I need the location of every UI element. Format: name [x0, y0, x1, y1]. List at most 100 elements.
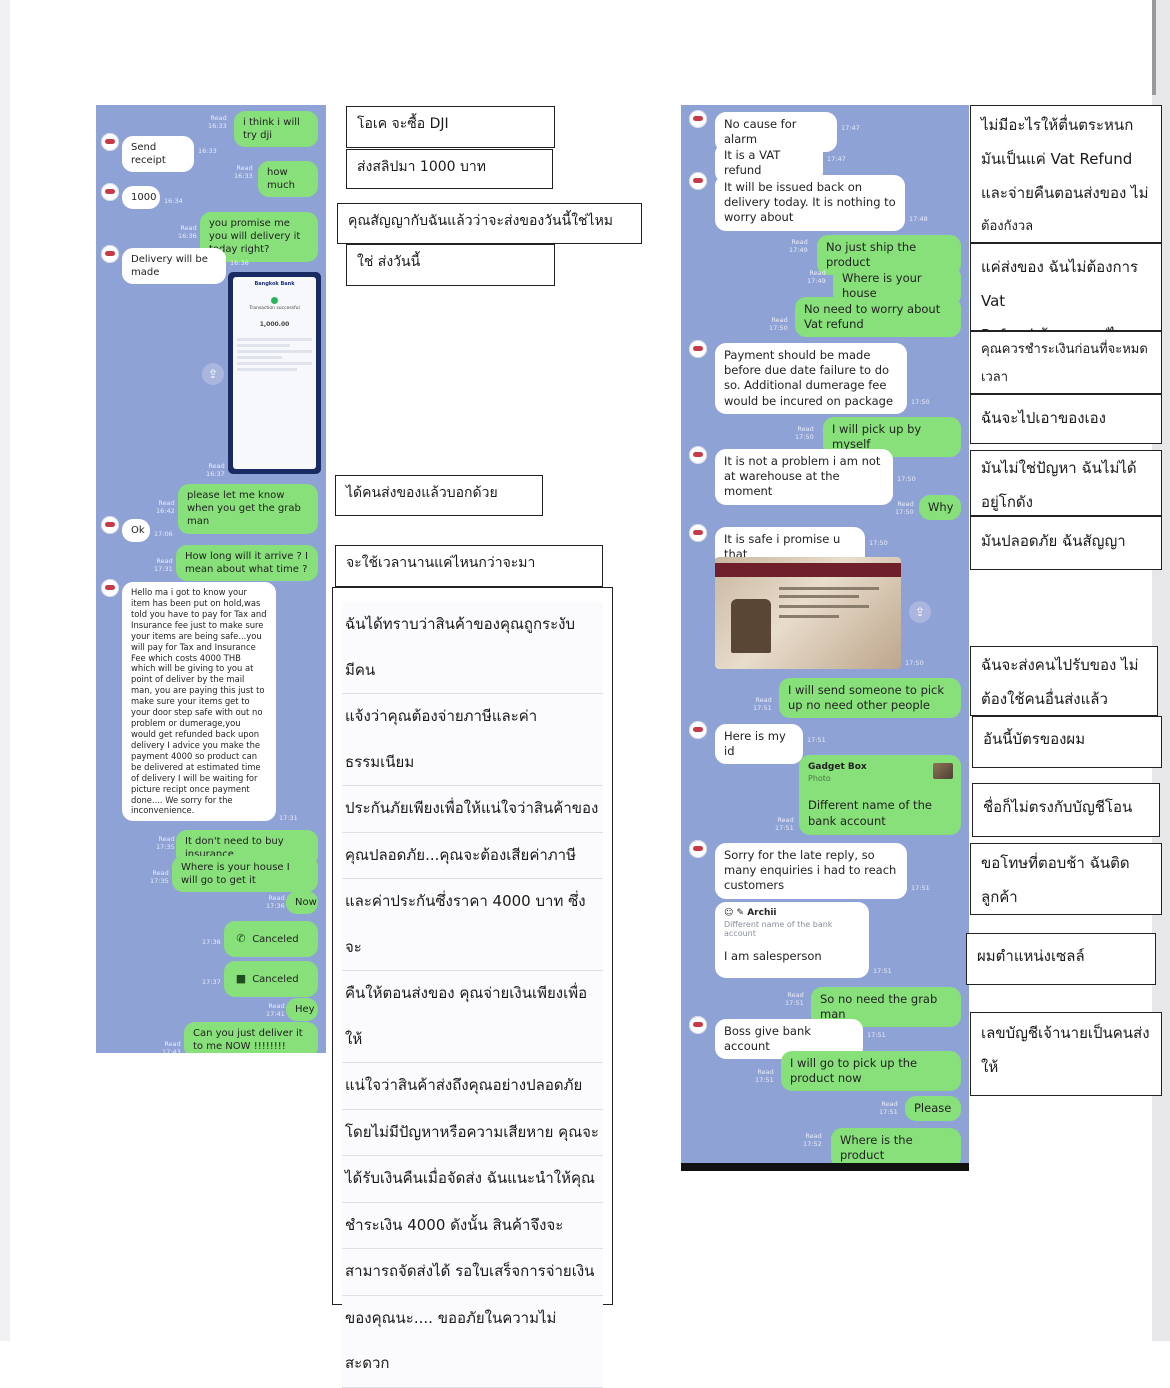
message-incoming[interactable]: Sorry for the late reply, so many enquir…: [715, 843, 907, 899]
portrait: [731, 599, 771, 653]
left-chat-screenshot: Read 16:33 i think i will try dji Send r…: [96, 105, 326, 1053]
translation-box: เลขบัญชีเจ้านายเป็นคนส่ง ให้: [970, 1012, 1162, 1096]
message-outgoing[interactable]: please let me know when you get the grab…: [178, 484, 318, 534]
share-icon[interactable]: ⇪: [909, 601, 931, 623]
message-outgoing[interactable]: No need to worry about Vat refund: [795, 297, 961, 338]
message-meta: Read 16:37: [206, 462, 225, 479]
message-incoming[interactable]: Send receipt: [122, 136, 194, 173]
contact-avatar[interactable]: [689, 721, 707, 739]
message-meta: Read 17:35: [150, 869, 169, 886]
translation-box: มันปลอดภัย ฉันสัญญา: [970, 516, 1162, 570]
message-outgoing[interactable]: I will send someone to pick up no need o…: [779, 678, 961, 719]
message-meta: 17:47: [827, 155, 846, 163]
contact-avatar[interactable]: [689, 172, 707, 190]
scroll-thumb[interactable]: [1152, 0, 1156, 95]
translation-line: โดยไม่มีปัญหาหรือความเสียหาย คุณจะ: [342, 1109, 603, 1156]
translation-box: ส่งสลิปมา 1000 บาท: [346, 149, 553, 189]
receipt-status: Transaction successful: [249, 306, 300, 311]
translation-line: อันนี้บัตรของผม: [983, 730, 1086, 748]
call-canceled-voice[interactable]: ✆ Canceled: [224, 921, 318, 957]
message-meta: 17:50: [911, 398, 930, 406]
translation-line: ฉันจะไปเอาของเอง: [981, 409, 1106, 427]
id-card-photo[interactable]: [715, 557, 901, 669]
message-meta: Read 17:50: [795, 425, 814, 442]
contact-avatar[interactable]: [689, 524, 707, 542]
message-outgoing[interactable]: Hey: [286, 998, 318, 1022]
receipt-image[interactable]: Bangkok Bank Transaction successful 1,00…: [228, 272, 321, 474]
message-outgoing[interactable]: I will pick up by myself: [823, 417, 961, 458]
translation-line: ลูกค้า: [981, 888, 1018, 906]
contact-avatar[interactable]: [689, 110, 707, 128]
translation-line: ประกันภัยเพียงเพื่อให้แน่ใจว่าสินค้าของ: [342, 786, 603, 833]
video-camera-icon: ■: [235, 972, 247, 985]
contact-avatar[interactable]: [101, 516, 119, 534]
message-outgoing[interactable]: Please: [905, 1096, 961, 1122]
contact-avatar[interactable]: [101, 133, 119, 151]
message-incoming[interactable]: It is not a problem i am not at warehous…: [715, 449, 893, 505]
message-meta: 17:50: [869, 539, 888, 547]
translation-box: ขอโทษที่ตอบช้า ฉันติด ลูกค้า: [970, 843, 1162, 915]
quoted-reply-outgoing[interactable]: Gadget Box Photo Different name of the b…: [799, 755, 961, 835]
contact-avatar[interactable]: [101, 579, 119, 597]
message-incoming[interactable]: Ok: [122, 519, 150, 543]
message-meta: Read 17:41: [266, 1002, 285, 1019]
message-incoming-long[interactable]: Hello ma i got to know your item has bee…: [122, 582, 276, 822]
message-outgoing[interactable]: Where is the product: [831, 1128, 961, 1163]
message-meta: Read 17:51: [753, 696, 772, 713]
message-text: Different name of the bank account: [808, 798, 932, 828]
message-incoming[interactable]: Payment should be made before due date f…: [715, 343, 907, 414]
message-incoming[interactable]: Delivery will be made: [122, 248, 226, 285]
message-meta: 17:50: [897, 475, 916, 483]
translation-box: ชื่อก็ไม่ตรงกับบัญชีโอน: [972, 783, 1160, 837]
translation-box: ฉันจะส่งคนไปรับของ ไม่ ต้องใช้คนอื่นส่งแ…: [970, 646, 1158, 716]
translation-box: จะใช้เวลานานแค่ไหนกว่าจะมา: [335, 545, 603, 587]
message-meta: 16:34: [164, 197, 183, 205]
message-meta: Read 17:49: [789, 238, 808, 255]
quote-subtitle: Photo: [808, 773, 831, 783]
message-meta: Read 17:50: [895, 500, 914, 517]
translation-line: ชำระเงิน 4000 ดังนั้น สินค้าจึงจะ: [342, 1202, 603, 1249]
message-outgoing[interactable]: Where is your house I will go to get it: [172, 856, 318, 893]
call-canceled-video[interactable]: ■ Canceled: [224, 961, 318, 997]
success-check-icon: [271, 297, 278, 304]
message-meta: 17:50: [905, 659, 924, 667]
contact-avatar[interactable]: [101, 245, 119, 263]
message-meta: Read 17:31: [154, 557, 173, 574]
quoted-reply-incoming[interactable]: ☺ ✎ Archii Different name of the bank ac…: [715, 902, 869, 978]
contact-avatar[interactable]: [689, 1016, 707, 1034]
message-incoming[interactable]: 1000: [122, 186, 160, 210]
translation-line: แจ้งว่าคุณต้องจ่ายภาษีและค่าธรรมเนียม: [342, 694, 603, 786]
translation-line: และจ่ายคืนตอนส่งของ ไม่: [981, 184, 1149, 202]
share-icon[interactable]: ⇪: [202, 363, 224, 385]
message-outgoing[interactable]: How long will it arrive ? I mean about w…: [176, 545, 318, 582]
message-meta: 17:31: [279, 814, 298, 822]
message-meta: 17:47: [841, 124, 860, 132]
message-incoming[interactable]: It will be issued back on delivery today…: [715, 175, 905, 231]
contact-avatar[interactable]: [101, 183, 119, 201]
contact-avatar[interactable]: [689, 446, 707, 464]
quote-title: Gadget Box: [808, 762, 867, 772]
message-outgoing[interactable]: I will go to pick up the product now: [781, 1051, 961, 1092]
message-outgoing[interactable]: i think i will try dji: [234, 111, 318, 148]
message-meta: Read 17:49: [807, 269, 826, 286]
message-meta: Read 16:36: [178, 224, 197, 241]
message-outgoing[interactable]: Now: [286, 891, 318, 915]
translation-line: ต้องกังวล: [981, 219, 1034, 234]
translation-box: แค่ส่งของ ฉันไม่ต้องการ Vat Refund บ้านค…: [970, 243, 1162, 344]
receipt-amount: 1,000.00: [259, 321, 290, 328]
reply-author-name: Archii: [747, 908, 777, 918]
message-meta: 17:51: [867, 1031, 886, 1039]
reply-author: ☺ ✎ Archii: [724, 908, 860, 920]
translation-line: คุณปลอดภัย...คุณจะต้องเสียค่าภาษี: [342, 832, 603, 879]
translation-line: ฉันจะส่งคนไปรับของ ไม่: [981, 656, 1139, 674]
message-meta: Read 16:42: [156, 499, 175, 516]
message-incoming[interactable]: Here is my id: [715, 724, 803, 765]
message-outgoing[interactable]: Why: [919, 495, 961, 521]
message-outgoing[interactable]: how much: [258, 161, 318, 198]
message-outgoing[interactable]: you promise me you will delivery it toda…: [200, 212, 318, 262]
translation-box: ผมตำแหน่งเซลล์: [966, 933, 1156, 985]
contact-avatar[interactable]: [689, 840, 707, 858]
message-outgoing[interactable]: Can you just deliver it to me NOW !!!!!!…: [184, 1022, 318, 1053]
contact-avatar[interactable]: [689, 340, 707, 358]
message-meta: 17:36: [202, 938, 221, 946]
